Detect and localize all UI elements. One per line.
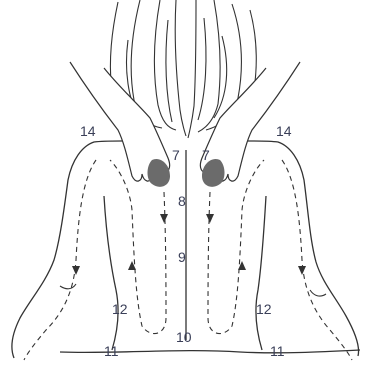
label-14-right: 14 <box>276 124 292 138</box>
label-14-left: 14 <box>80 124 96 138</box>
right-outer-path <box>282 160 352 360</box>
elbow-marks <box>60 284 326 296</box>
label-12-left: 12 <box>112 302 128 316</box>
left-outer-path <box>24 160 96 360</box>
label-11-right: 11 <box>270 344 285 358</box>
label-7-left: 7 <box>172 148 180 162</box>
arrow-left-outer-down <box>72 266 80 275</box>
back-outline <box>12 140 360 358</box>
arrow-left-spine-down <box>160 214 168 223</box>
hands <box>70 62 300 181</box>
label-12-right: 12 <box>256 302 272 316</box>
label-9: 9 <box>178 250 186 264</box>
label-8: 8 <box>178 194 186 208</box>
direction-arrows <box>72 214 306 275</box>
arrow-right-outer-down <box>298 266 306 275</box>
arrow-right-spine-down <box>206 214 214 223</box>
label-10: 10 <box>176 330 192 344</box>
label-11-left: 11 <box>104 344 119 358</box>
label-7-right: 7 <box>202 148 210 162</box>
